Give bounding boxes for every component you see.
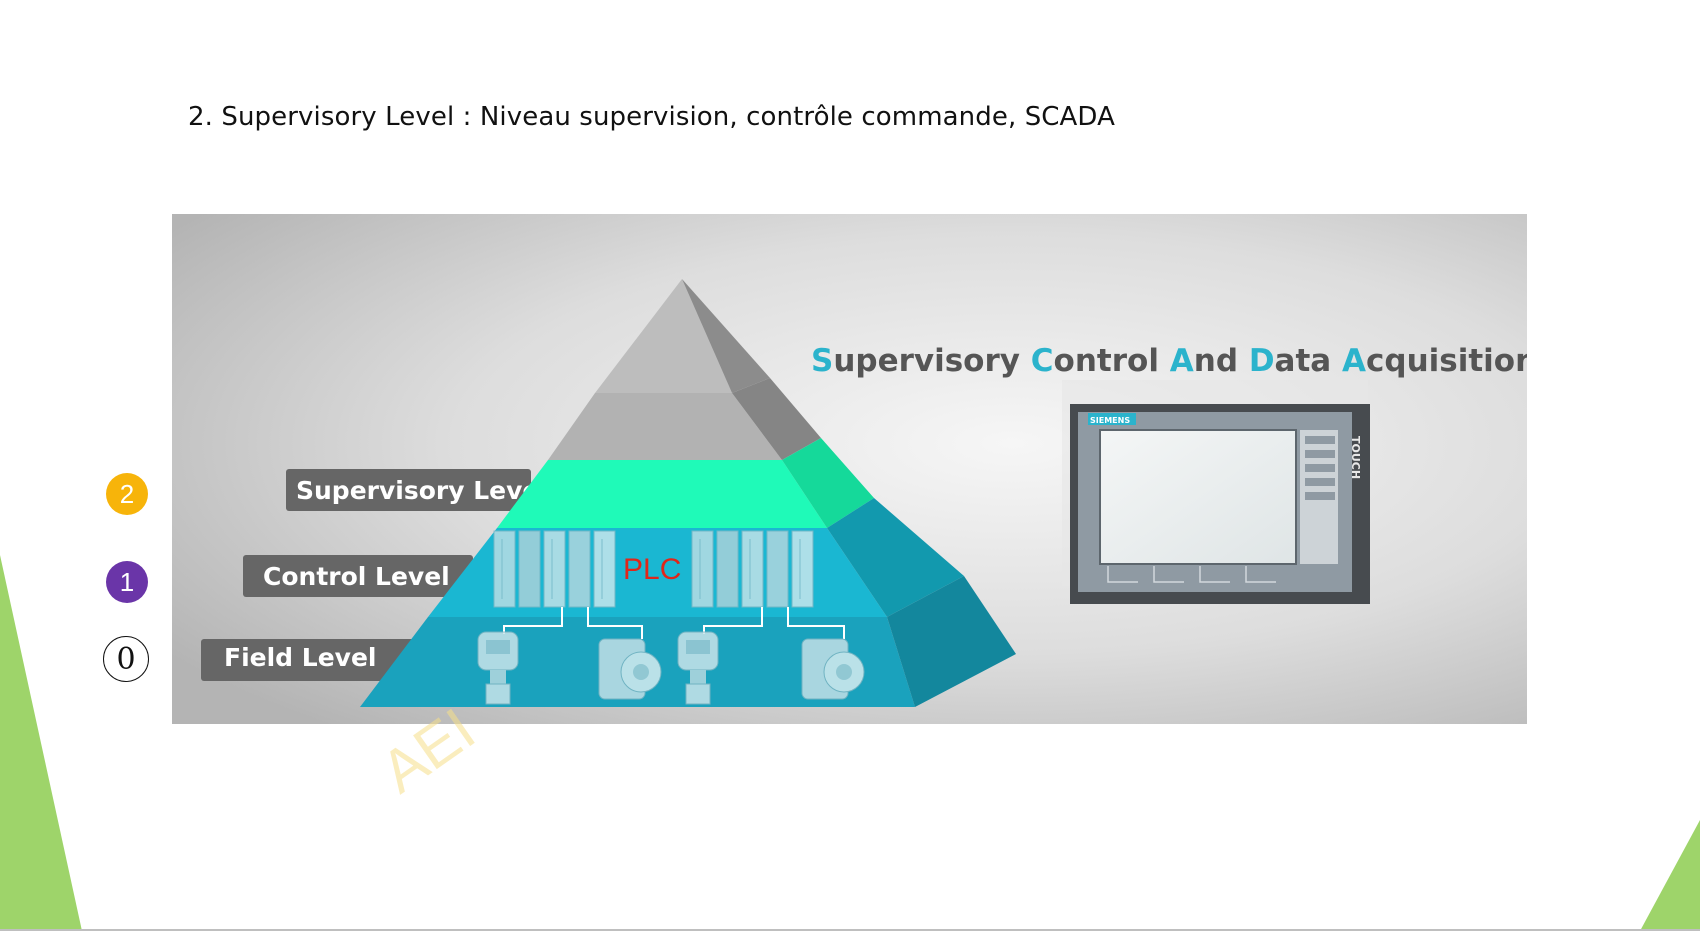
field-level-label: Field Level xyxy=(224,643,376,672)
hmi-brand-label: SIEMENS xyxy=(1090,416,1130,425)
scada-initial-s: S xyxy=(811,343,833,379)
pyramid-supervisory-band xyxy=(497,460,827,528)
field-wires xyxy=(503,607,845,639)
plc-rack-icon xyxy=(493,530,616,608)
scada-word-supervisory: upervisory xyxy=(833,343,1020,379)
scada-pyramid-figure: Supervisory Level Control Level Field Le… xyxy=(172,214,1527,724)
plc-rack-icon xyxy=(691,530,814,608)
supervisory-level-label: Supervisory Level xyxy=(296,476,548,505)
hmi-screen xyxy=(1099,429,1297,565)
level-1-badge: 1 xyxy=(106,561,148,603)
scada-initial-a: A xyxy=(1170,343,1194,379)
slide-title: 2. Supervisory Level : Niveau supervisio… xyxy=(188,102,1115,132)
scada-initial-a2: A xyxy=(1342,343,1366,379)
scada-word-and: nd xyxy=(1194,343,1238,379)
plc-label: PLC xyxy=(623,553,681,586)
supervisory-level-tag: Supervisory Level xyxy=(286,469,548,511)
scada-word-data: ata xyxy=(1275,343,1332,379)
scada-word-control: ontrol xyxy=(1054,343,1159,379)
hmi-touch-panel-icon: SIEMENS TOUCH xyxy=(1062,380,1370,604)
level-2-badge: 2 xyxy=(106,473,148,515)
pyramid-top-tier xyxy=(595,279,732,393)
servo-motor-icon xyxy=(598,638,662,700)
scada-initial-c: C xyxy=(1031,343,1054,379)
scada-heading: Supervisory Control And Data Acquisition xyxy=(811,343,1527,379)
corner-triangle-left xyxy=(0,555,82,931)
field-instrument-icon xyxy=(477,631,519,705)
scada-initial-d: D xyxy=(1249,343,1275,379)
field-instrument-icon xyxy=(677,631,719,705)
servo-motor-icon xyxy=(801,638,865,700)
scada-word-acquisition: cquisition xyxy=(1366,343,1527,379)
control-level-label: Control Level xyxy=(263,562,450,591)
level-0-badge: 0 xyxy=(103,636,149,682)
corner-triangle-right xyxy=(1640,820,1700,931)
hmi-side-label: TOUCH xyxy=(1349,436,1362,479)
pyramid-second-tier xyxy=(548,393,782,460)
field-level-tag: Field Level xyxy=(201,639,416,681)
control-level-tag: Control Level xyxy=(243,555,473,597)
